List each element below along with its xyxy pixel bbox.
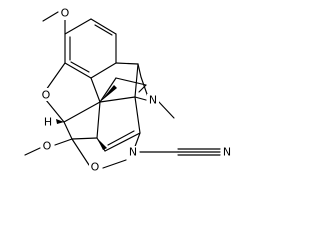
atom-label-bridge-oxygen: O [91, 161, 100, 174]
atom-label-hydrogen: H [44, 116, 52, 129]
wedge-bond [100, 85, 117, 102]
atom-label-methoxy-top-oxygen: O [61, 7, 70, 20]
bottom-methoxy-group [24, 138, 73, 156]
nitrile-group [139, 148, 221, 156]
amine-ring [134, 63, 149, 101]
atom-label-methoxy-bottom-oxygen: O [43, 140, 52, 153]
aromatic-ring [64, 18, 117, 79]
core-skeleton [63, 62, 147, 152]
stereo-wedges [56, 85, 117, 150]
atom-label-amine-nitrogen: N [149, 94, 157, 107]
top-methoxy-group [42, 11, 66, 35]
wedge-bond [97, 138, 107, 150]
wedge-bond [56, 119, 64, 124]
ether-ring-bonds [45, 62, 66, 123]
atom-label-nitrile-nitrogen: N [223, 146, 231, 159]
n-methyl-group [157, 100, 175, 119]
atom-label-ring-oxygen: O [42, 89, 51, 102]
molecular-structure-diagram: O O H O O N N N [24, 7, 233, 174]
atom-labels: O O H O O N N N [40, 7, 233, 174]
atom-label-ring-nitrogen: N [129, 146, 137, 159]
